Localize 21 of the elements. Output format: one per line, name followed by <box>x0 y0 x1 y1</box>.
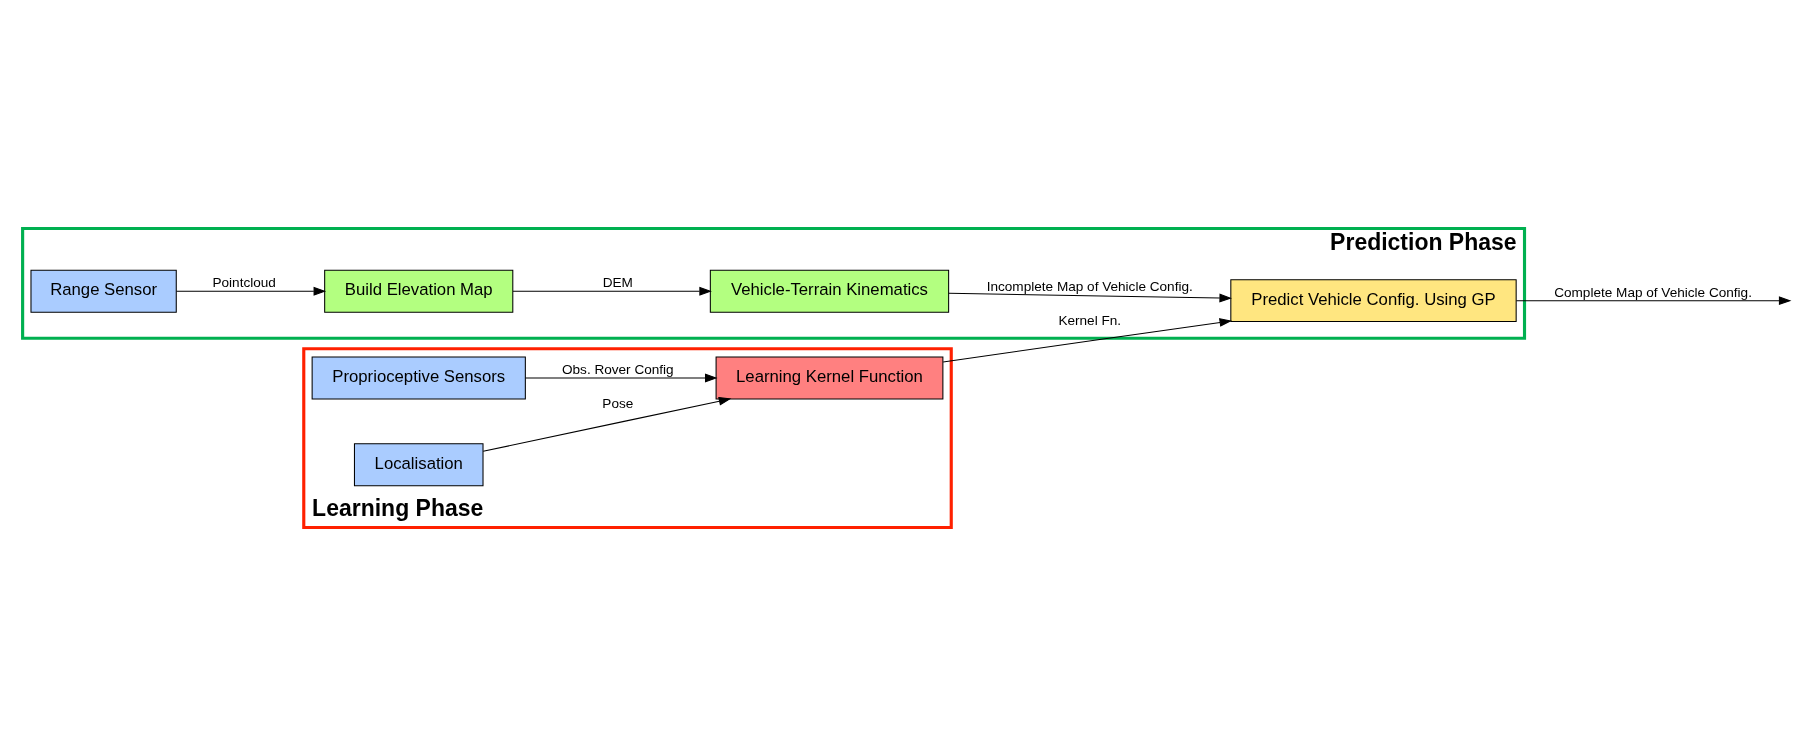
arrow <box>175 286 327 296</box>
edge-label: Incomplete Map of Vehicle Config. <box>986 278 1193 294</box>
edge-label: Obs. Rover Config <box>561 362 674 378</box>
node-box: Vehicle-Terrain Kinematics <box>709 269 950 313</box>
node-box: Proprioceptive Sensors <box>311 356 526 400</box>
arrow <box>482 396 732 452</box>
node-box: Build Elevation Map <box>324 269 514 313</box>
arrow <box>942 318 1233 363</box>
edge-label: DEM <box>602 275 633 291</box>
edge-label: Complete Map of Vehicle Config. <box>1554 284 1752 300</box>
node-box: Localisation <box>353 443 484 487</box>
node-box: Predict Vehicle Config. Using GP <box>1230 279 1517 323</box>
edge-label: Pose <box>602 395 634 411</box>
edge-label: Pointcloud <box>212 275 276 291</box>
arrow <box>525 373 718 383</box>
arrow <box>948 292 1232 303</box>
arrow <box>512 286 712 296</box>
edge-label: Kernel Fn. <box>1058 313 1122 329</box>
node-box: Learning Kernel Function <box>715 356 944 400</box>
node-box: Range Sensor <box>30 269 177 313</box>
arrow <box>1515 296 1792 306</box>
